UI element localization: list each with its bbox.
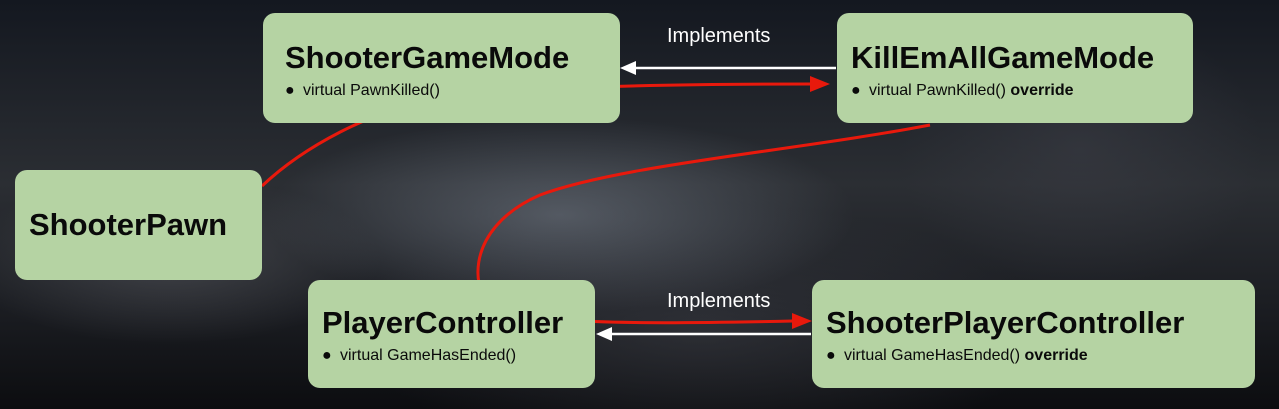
method-list: ● virtual GameHasEnded() (322, 346, 595, 366)
override-keyword: override (1024, 347, 1088, 364)
bullet-icon: ● (285, 82, 295, 99)
node-shooter-pawn: ShooterPawn (15, 170, 262, 280)
pawn-to-killemall-arrowhead (810, 76, 830, 92)
method-list: ● virtual PawnKilled() override (851, 81, 1193, 101)
bullet-icon: ● (826, 347, 836, 364)
implements-label-bottom: Implements (667, 290, 771, 312)
method-item: ● virtual PawnKilled() (285, 81, 620, 101)
node-title: ShooterPlayerController (826, 305, 1185, 340)
method-name: virtual GameHasEnded() (844, 347, 1021, 364)
method-item: ● virtual PawnKilled() override (851, 81, 1193, 101)
implements-label-top: Implements (667, 25, 771, 47)
node-kill-em-all-game-mode: KillEmAllGameMode ● virtual PawnKilled() … (837, 13, 1193, 123)
node-title: KillEmAllGameMode (851, 40, 1155, 75)
killemall-to-spc-arrowhead (792, 313, 812, 329)
bullet-icon: ● (322, 347, 332, 364)
node-title: ShooterPawn (29, 207, 228, 242)
method-name: virtual PawnKilled() (869, 82, 1006, 99)
node-shooter-player-controller: ShooterPlayerController ● virtual GameHas… (812, 280, 1255, 388)
implements-arrowhead-top (620, 61, 636, 75)
node-title: ShooterGameMode (285, 40, 570, 75)
override-keyword: override (1010, 82, 1074, 99)
method-item: ● virtual GameHasEnded() (322, 346, 595, 366)
method-name: virtual PawnKilled() (303, 82, 440, 99)
bullet-icon: ● (851, 82, 861, 99)
killemall-to-spc-flow (476, 123, 931, 325)
method-item: ● virtual GameHasEnded() override (826, 346, 1255, 366)
method-list: ● virtual GameHasEnded() override (826, 346, 1255, 366)
node-player-controller: PlayerController ● virtual GameHasEnded() (308, 280, 595, 388)
method-name: virtual GameHasEnded() (340, 347, 517, 364)
node-title: PlayerController (322, 305, 564, 340)
method-list: ● virtual PawnKilled() (285, 81, 620, 101)
node-shooter-game-mode: ShooterGameMode ● virtual PawnKilled() (263, 13, 620, 123)
implements-arrowhead-bottom (596, 327, 612, 341)
